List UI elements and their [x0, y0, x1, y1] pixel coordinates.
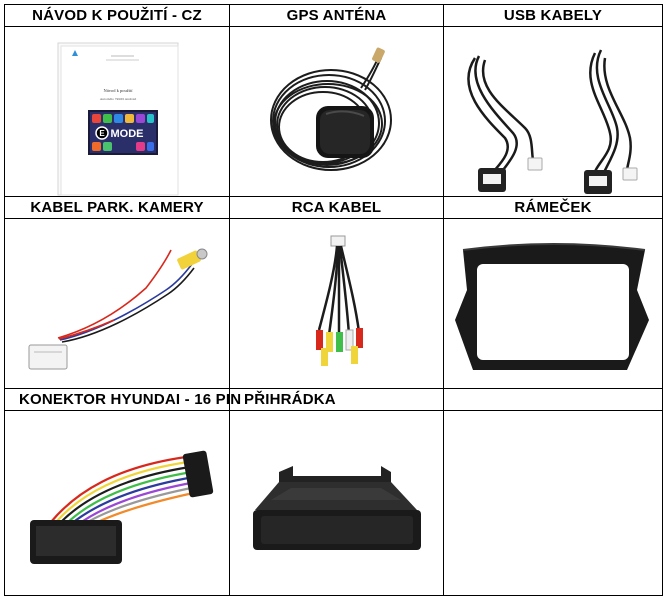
- image-frame: [444, 219, 663, 389]
- manual-logo: MODE: [110, 128, 143, 140]
- usb-cables-image: [466, 48, 637, 194]
- parking-camera-cable-image: [28, 248, 207, 369]
- header-usb-cables: USB KABELY: [444, 5, 663, 27]
- image-gps-antenna: [230, 27, 444, 197]
- header-storage-pocket: PŘIHRÁDKA: [230, 389, 444, 411]
- image-parking-camera-cable: [5, 219, 230, 389]
- header-frame: RÁMEČEK: [444, 197, 663, 219]
- storage-pocket-image: [252, 465, 421, 550]
- image-storage-pocket: [230, 411, 444, 596]
- accessory-grid: NÁVOD K POUŽITÍ - CZ GPS ANTÉNA USB KABE…: [4, 4, 663, 596]
- gps-antenna-image: [269, 47, 392, 171]
- header-gps-antenna: GPS ANTÉNA: [230, 5, 444, 27]
- header-rca-cable: RCA KABEL: [230, 197, 444, 219]
- rca-cable-image: [315, 235, 363, 366]
- hyundai-connector-image: [29, 450, 213, 564]
- manual-title: Návod k použití: [103, 88, 133, 93]
- image-rca-cable: [230, 219, 444, 389]
- image-empty: [444, 411, 663, 596]
- header-empty: [444, 389, 663, 411]
- image-manual: Návod k použití Autorádio 7ROD Android E…: [5, 27, 230, 197]
- frame-image: [454, 242, 649, 370]
- header-hyundai-connector: KONEKTOR HYUNDAI - 16 PIN: [5, 389, 241, 411]
- header-manual: NÁVOD K POUŽITÍ - CZ: [5, 5, 230, 27]
- manual-booklet-image: Návod k použití Autorádio 7ROD Android E…: [57, 42, 178, 195]
- svg-text:E: E: [99, 129, 105, 138]
- manual-subtitle: Autorádio 7ROD Android: [99, 97, 136, 101]
- image-usb-cables: [444, 27, 663, 197]
- header-parking-camera-cable: KABEL PARK. KAMERY: [5, 197, 230, 219]
- image-hyundai-connector: [5, 411, 230, 596]
